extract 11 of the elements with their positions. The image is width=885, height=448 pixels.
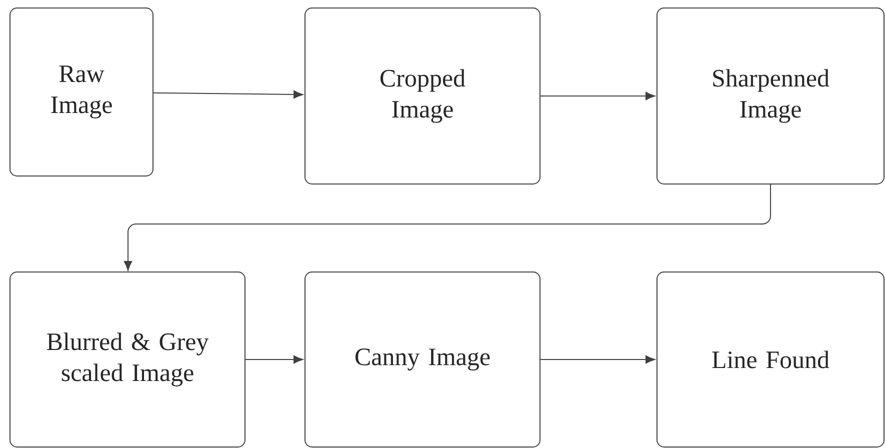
process-box: Sharpenned Image	[656, 8, 884, 184]
arrow	[124, 184, 771, 271]
arrow	[540, 92, 656, 100]
arrow	[245, 355, 304, 364]
process-box: Line Found	[656, 272, 884, 448]
arrow	[540, 355, 656, 364]
process-box: Cropped Image	[304, 8, 540, 184]
arrow	[153, 90, 304, 99]
process-box: Canny Image	[304, 272, 540, 448]
process-box: Raw Image	[10, 8, 154, 176]
process-box: Blurred & Grey scaled Image	[10, 272, 246, 448]
